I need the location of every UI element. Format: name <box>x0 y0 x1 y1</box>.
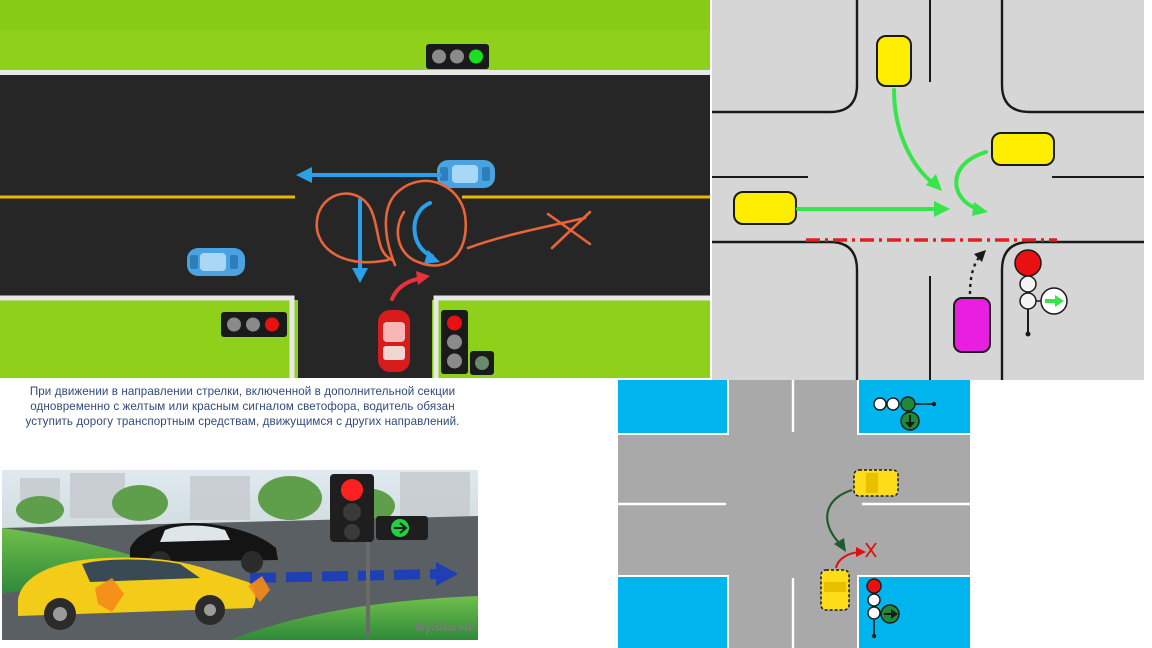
green-arrow-signal-icon <box>1040 287 1068 315</box>
traffic-light-icon <box>426 44 489 69</box>
caption-text: При движении в направлении стрелки, вклю… <box>25 385 460 429</box>
illustration-svg <box>2 470 478 640</box>
road <box>0 75 710 300</box>
road-scene-svg <box>0 0 710 378</box>
blue-dashed-arrow <box>249 569 441 583</box>
grass-right <box>230 596 478 640</box>
blue-arrows <box>303 173 442 274</box>
yellow-taxi <box>18 557 270 630</box>
dark-green-arrow <box>826 488 853 545</box>
x-mark <box>865 542 877 558</box>
traffic-light-pole <box>366 518 370 636</box>
traffic-light-icon <box>866 578 882 639</box>
red-car <box>378 310 410 372</box>
blue-car-top <box>437 160 495 188</box>
road-edges <box>712 0 1144 380</box>
grass-top <box>0 0 710 72</box>
magenta-car <box>953 297 991 353</box>
yellow-car-west <box>733 191 797 225</box>
yellow-car-north <box>876 35 912 87</box>
traffic-light-icon <box>1014 249 1042 337</box>
green-arrows <box>796 88 988 211</box>
orange-scribble <box>315 179 592 267</box>
black-car <box>130 523 278 573</box>
yellow-car-east <box>853 469 899 497</box>
side-road <box>298 296 432 378</box>
traffic-light-icon <box>441 310 494 375</box>
intersection-2-svg <box>618 380 970 648</box>
yellow-car-east <box>991 132 1055 166</box>
blue-car-bottom <box>187 248 245 276</box>
traffic-light-icon <box>221 312 287 337</box>
green-arrow-signal-icon <box>880 604 900 624</box>
traffic-light-icon <box>330 474 374 542</box>
curb-bottom-right <box>433 295 710 378</box>
lane-markings <box>712 0 1144 380</box>
panel-bottom-right-intersection <box>618 380 970 648</box>
curb-top <box>0 70 710 75</box>
panel-top-right-intersection <box>712 0 1144 380</box>
intersection-svg <box>712 0 1144 380</box>
sidewalk-blocks <box>618 380 970 648</box>
buildings <box>20 472 470 522</box>
yellow-car-south <box>820 569 850 611</box>
green-arrow-signal-icon <box>376 516 428 540</box>
traffic-light-icon <box>873 396 937 412</box>
panel-bottom-left-illustration: При движении в направлении стрелки, вклю… <box>0 378 482 644</box>
curb-bottom-left <box>0 295 295 378</box>
lane-lines <box>618 380 970 648</box>
watermark-text: MyShared <box>414 620 472 634</box>
green-arrow-signal-icon <box>900 411 920 431</box>
panel-top-left-road <box>0 0 710 378</box>
